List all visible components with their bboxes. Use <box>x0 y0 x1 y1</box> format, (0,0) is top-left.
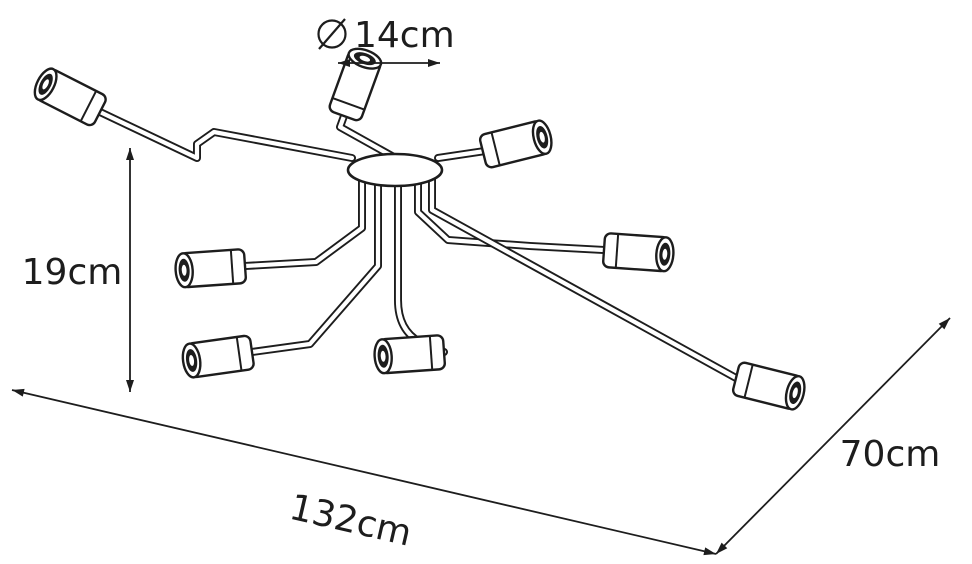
tube-core <box>97 109 355 161</box>
dimension-height: 19cm <box>22 148 134 392</box>
dim-depth-arrow <box>715 317 951 555</box>
lamp-socket-lower-center <box>372 333 447 376</box>
arm-mid-left <box>241 170 366 270</box>
arm-top-left <box>96 108 356 162</box>
tube-outline <box>241 170 366 270</box>
arm-lower-left <box>248 174 382 356</box>
arm-upper-right <box>434 147 489 162</box>
lamp-socket-mid-left <box>173 247 248 290</box>
lamp-socket-mid-right <box>601 231 676 274</box>
dimension-annotations: 14cm 19cm 132cm 70cm <box>11 15 951 556</box>
arm-far-right <box>428 174 740 382</box>
lamp-socket-upper-right <box>477 117 556 170</box>
lamp-socket-lower-left <box>179 333 256 380</box>
dimension-depth: 70cm <box>715 317 951 555</box>
tube-core <box>435 148 488 161</box>
dim-width-label: 132cm <box>286 487 416 555</box>
arm-mid-right <box>414 172 608 254</box>
diameter-slash <box>318 18 346 50</box>
diameter-icon <box>317 18 347 50</box>
dim-height-label: 19cm <box>22 252 123 293</box>
tube-core <box>429 175 739 381</box>
lamp-drawing <box>29 43 809 413</box>
tube-core <box>249 175 381 355</box>
dim-width-arrow <box>11 388 717 556</box>
dim-depth-label: 70cm <box>840 434 941 475</box>
ceiling-canopy <box>346 152 444 188</box>
tube-core <box>415 173 607 253</box>
dim-diameter-value: 14cm <box>354 15 455 56</box>
dimension-diameter: 14cm <box>317 15 455 67</box>
tube-core <box>337 113 395 159</box>
tube-outline <box>428 174 740 382</box>
tube-core <box>242 171 365 269</box>
lamp-socket-top-center <box>326 43 385 124</box>
lamp-socket-top-left <box>29 64 109 129</box>
arm-top-center <box>336 112 396 160</box>
diameter-circle <box>317 19 347 49</box>
lamp-socket-far-right <box>730 360 809 413</box>
dimension-width: 132cm <box>11 388 717 556</box>
